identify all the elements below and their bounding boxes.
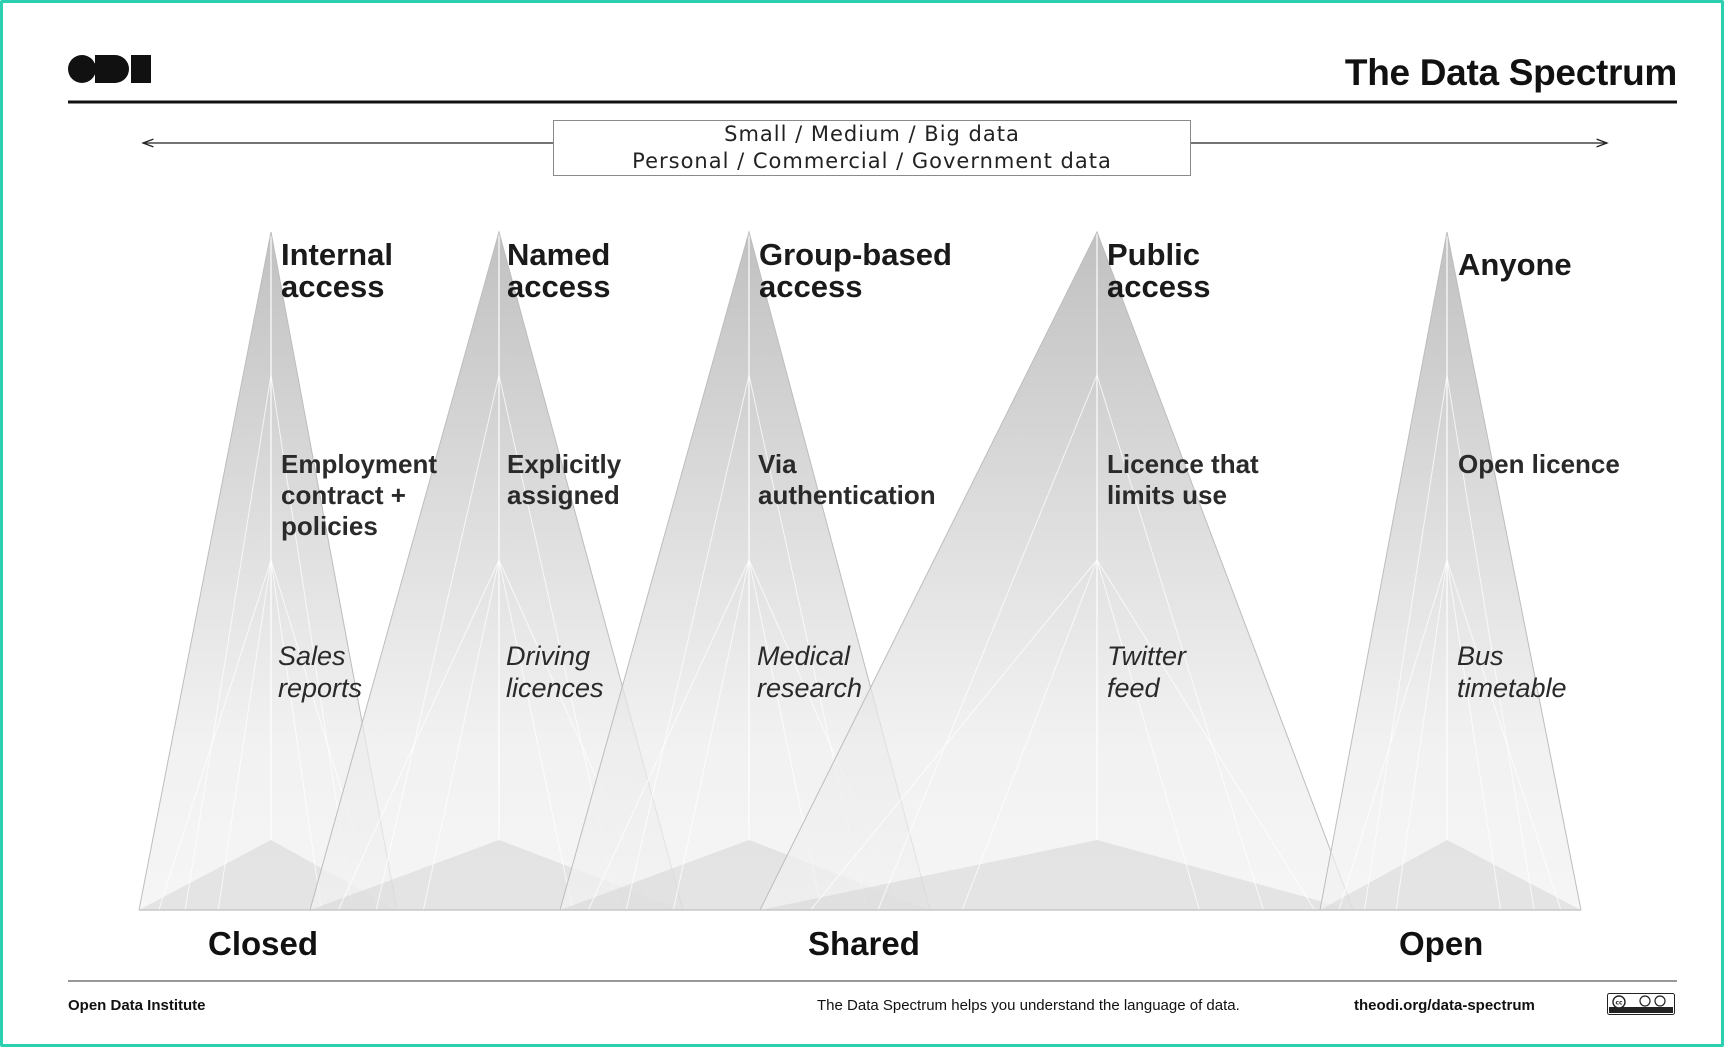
label-closed: Closed: [208, 925, 319, 962]
footer-organization: Open Data Institute: [68, 997, 206, 1014]
data-scale-box: Small / Medium / Big data Personal / Com…: [553, 120, 1191, 176]
odi-logo: [67, 54, 153, 89]
peak-anyone: [1319, 231, 1582, 911]
scale-type-line: Personal / Commercial / Government data: [632, 149, 1112, 173]
page-title: The Data Spectrum: [1344, 52, 1677, 93]
cc-by-sa-badge-icon: cc: [1607, 993, 1675, 1020]
scale-size-line: Small / Medium / Big data: [724, 122, 1020, 146]
svg-text:cc: cc: [1615, 1000, 1623, 1007]
label-open: Open: [1399, 925, 1484, 962]
label-shared: Shared: [808, 925, 920, 962]
condition-anyone: Open licence: [1458, 449, 1620, 479]
peak-public-access: [759, 230, 1354, 911]
footer-url-link[interactable]: theodi.org/data-spectrum: [1354, 997, 1535, 1014]
peaks-group: [138, 230, 1582, 911]
heading-anyone: Anyone: [1458, 247, 1572, 282]
footer-tagline: The Data Spectrum helps you understand t…: [817, 997, 1240, 1014]
